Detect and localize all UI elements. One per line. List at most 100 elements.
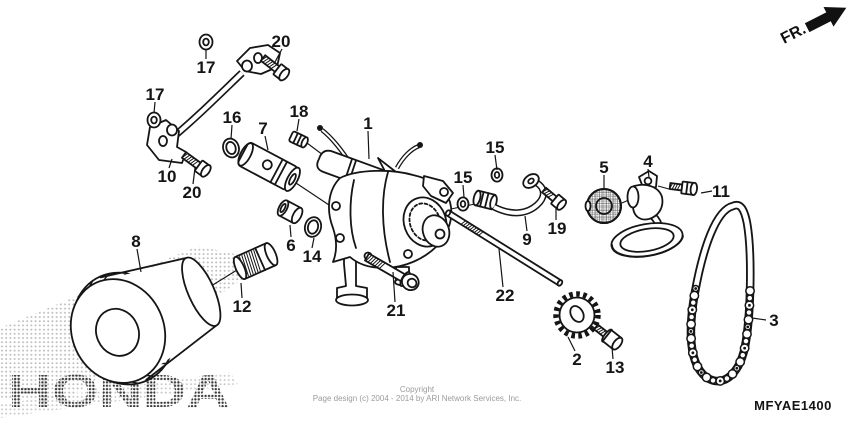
callout-number-17: 17 xyxy=(197,58,216,77)
callout-leader-3 xyxy=(751,317,767,321)
callout-number-1: 1 xyxy=(363,114,372,133)
callout-7: 7 xyxy=(258,119,269,151)
callout-3: 3 xyxy=(751,311,779,330)
callout-number-20: 20 xyxy=(272,32,291,51)
callout-number-21: 21 xyxy=(387,301,406,320)
part-oil-pump-assembly xyxy=(316,125,454,307)
callout-20: 20 xyxy=(272,32,291,63)
part-oil-filter xyxy=(69,256,222,386)
callout-leader-21 xyxy=(392,271,396,303)
callout-number-15: 15 xyxy=(454,168,473,187)
callout-17: 17 xyxy=(146,85,164,114)
part-oring-14 xyxy=(303,216,323,238)
part-strainer-screen-5 xyxy=(584,188,622,224)
diagram-code: MFYAE1400 xyxy=(754,398,832,413)
callout-4: 4 xyxy=(643,152,653,178)
part-pin-18 xyxy=(288,130,309,149)
callout-20: 20 xyxy=(183,167,202,202)
callout-10: 10 xyxy=(158,158,177,186)
callout-1: 1 xyxy=(363,114,373,160)
copyright-line-2: Page design (c) 2004 - 2014 by ARI Netwo… xyxy=(313,394,522,403)
part-chain-3 xyxy=(686,201,755,386)
callout-number-19: 19 xyxy=(548,219,567,238)
callout-leader-20 xyxy=(192,167,196,185)
part-collar-6 xyxy=(276,199,304,225)
callout-number-6: 6 xyxy=(286,236,295,255)
callout-9: 9 xyxy=(522,215,532,249)
part-filter-stud xyxy=(232,242,279,280)
fr-arrow-icon xyxy=(804,7,847,33)
callout-number-22: 22 xyxy=(496,286,515,305)
part-bolt-20-left xyxy=(181,151,212,178)
part-bolt-19 xyxy=(541,186,568,211)
callout-number-18: 18 xyxy=(290,102,309,121)
callout-leader-1 xyxy=(367,130,370,160)
callout-number-11: 11 xyxy=(712,182,730,201)
callout-number-4: 4 xyxy=(643,152,653,171)
chain-links xyxy=(686,284,755,386)
callout-leader-6 xyxy=(289,224,292,238)
callout-number-12: 12 xyxy=(233,297,252,316)
callout-16: 16 xyxy=(223,108,242,140)
callout-14: 14 xyxy=(303,237,322,266)
callout-8: 8 xyxy=(131,232,142,273)
callout-leader-12 xyxy=(240,282,243,299)
part-bolt-22 xyxy=(444,209,564,287)
callout-18: 18 xyxy=(290,102,309,132)
callout-12: 12 xyxy=(233,282,252,316)
callout-leader-9 xyxy=(524,215,528,232)
callout-leader-2 xyxy=(567,336,576,352)
callout-17: 17 xyxy=(197,50,216,77)
callout-leader-7 xyxy=(264,135,269,151)
callout-number-5: 5 xyxy=(599,158,608,177)
callout-15: 15 xyxy=(486,138,505,171)
part-washer-17-top xyxy=(198,33,214,51)
callout-number-7: 7 xyxy=(258,119,267,138)
callout-leader-17 xyxy=(153,101,156,114)
callout-leader-13 xyxy=(611,346,614,360)
callout-number-13: 13 xyxy=(606,358,625,377)
part-oil-hose-9 xyxy=(472,173,547,217)
fr-direction-indicator: FR. xyxy=(778,7,847,48)
callout-19: 19 xyxy=(548,208,567,238)
fr-label: FR. xyxy=(778,21,809,48)
part-sprocket-2 xyxy=(553,291,601,339)
part-bolt-21 xyxy=(364,252,420,292)
callout-leader-20 xyxy=(274,48,283,63)
hose-end-dot xyxy=(317,125,323,131)
callout-leader-8 xyxy=(136,248,142,273)
callout-15: 15 xyxy=(454,168,473,198)
callout-leader-10 xyxy=(168,158,173,169)
part-oring-16 xyxy=(222,137,240,159)
callout-13: 13 xyxy=(606,346,625,377)
callout-number-8: 8 xyxy=(131,232,140,251)
callout-leader-14 xyxy=(311,237,315,249)
callout-2: 2 xyxy=(567,336,582,369)
part-relief-valve-7 xyxy=(237,142,301,192)
callout-leader-4 xyxy=(647,168,650,178)
callout-leader-15 xyxy=(494,154,498,171)
callout-leader-16 xyxy=(230,124,233,140)
callout-number-15: 15 xyxy=(486,138,505,157)
part-washer-15-top xyxy=(490,167,504,183)
part-washer-15-left xyxy=(456,196,470,212)
part-flare-fitting xyxy=(472,189,498,211)
part-strainer-body-4 xyxy=(610,170,684,258)
callout-number-20: 20 xyxy=(183,183,202,202)
part-bolt-13 xyxy=(593,323,624,351)
callout-leader-18 xyxy=(296,118,300,132)
callout-5: 5 xyxy=(599,158,609,188)
callout-number-10: 10 xyxy=(158,167,177,186)
callout-leader-15 xyxy=(462,184,465,198)
callout-11: 11 xyxy=(700,182,730,201)
callout-6: 6 xyxy=(286,224,296,255)
callout-22: 22 xyxy=(496,248,515,305)
callout-number-3: 3 xyxy=(769,311,778,330)
callout-number-16: 16 xyxy=(223,108,242,127)
callout-number-14: 14 xyxy=(303,247,322,266)
callout-number-9: 9 xyxy=(522,230,531,249)
callout-21: 21 xyxy=(387,271,406,320)
